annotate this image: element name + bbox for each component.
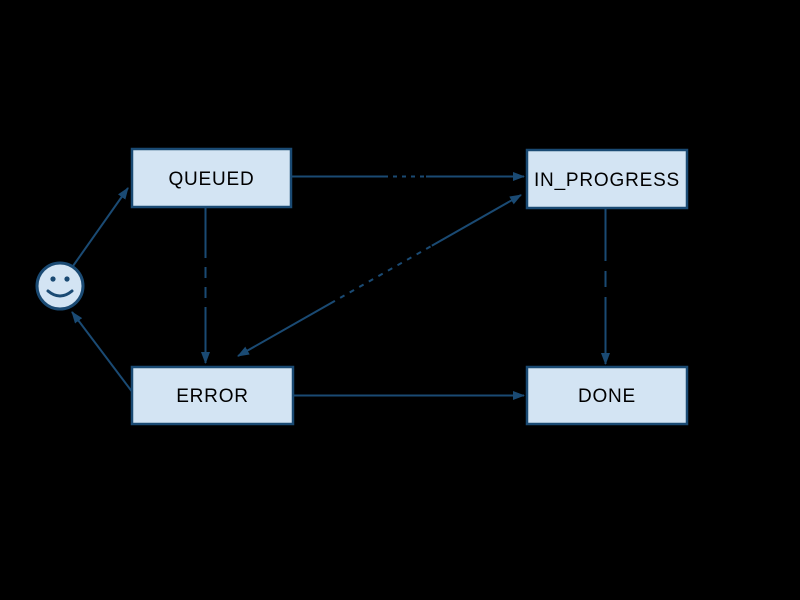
node-smiley: [35, 261, 85, 311]
edge-smiley-to-queued: [72, 187, 129, 267]
edge-label-artifact: [334, 244, 433, 303]
node-done: DONE: [525, 365, 689, 426]
nodes: QUEUED IN_PROGRESS ERROR DONE: [35, 147, 689, 426]
node-queued: QUEUED: [130, 147, 293, 209]
node-in-progress-label: IN_PROGRESS: [534, 170, 680, 191]
node-queued-label: QUEUED: [168, 169, 254, 190]
smiley-mouth: [46, 289, 74, 298]
node-in-progress-box: [525, 148, 689, 210]
node-error-box: [130, 365, 295, 426]
edge-error-to-smiley: [71, 311, 133, 392]
node-in-progress: IN_PROGRESS: [525, 148, 689, 210]
edges: [71, 172, 610, 400]
node-error: ERROR: [130, 365, 295, 426]
smiley-left-eye: [50, 276, 56, 282]
smiley-face-icon: [35, 261, 85, 311]
edge-inprogress-error-bidirectional: [237, 194, 522, 357]
edge-label-artifacts: [203, 174, 608, 312]
node-queued-box: [130, 147, 293, 209]
node-done-box: [525, 365, 689, 426]
node-error-label: ERROR: [176, 386, 249, 407]
node-done-label: DONE: [578, 386, 636, 407]
smiley-right-eye: [64, 276, 70, 282]
